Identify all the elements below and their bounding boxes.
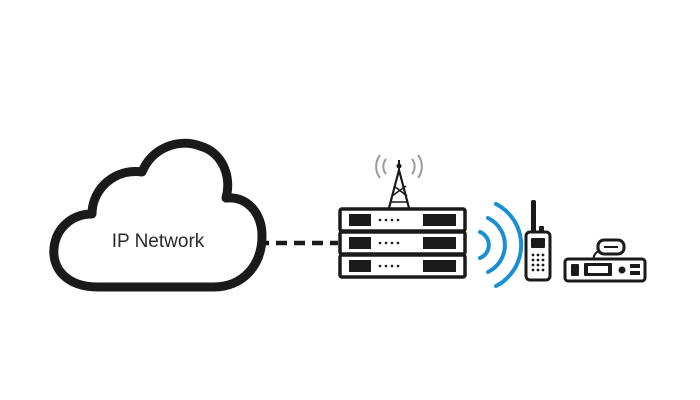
wireless-signal-icon <box>478 202 524 288</box>
handheld-radio-icon <box>524 200 552 282</box>
radio-tower-icon <box>375 154 423 209</box>
cloud-icon <box>49 138 267 292</box>
repeater-rack-icon <box>338 207 467 279</box>
mobile-radio-icon <box>563 238 647 283</box>
cloud-label: IP Network <box>112 231 205 252</box>
